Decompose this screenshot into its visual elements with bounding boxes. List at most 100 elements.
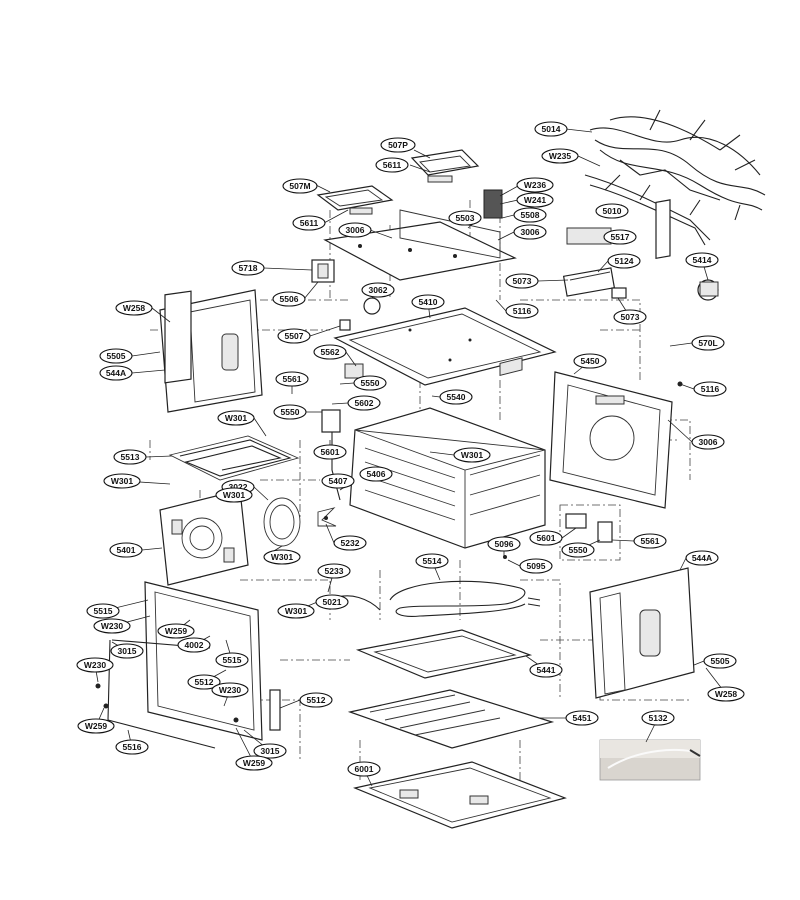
door-frame-right (549, 371, 673, 509)
callout: 5010 (595, 203, 629, 219)
callout-text: 5515 (94, 606, 113, 616)
callout-text: 5014 (542, 124, 561, 134)
callout-text: 5611 (300, 218, 319, 228)
callout: 5503 (448, 210, 482, 226)
callout: W241 (516, 192, 554, 208)
callout-text: 5513 (121, 452, 140, 462)
left-side-panel (159, 289, 263, 413)
callout-text: 6001 (355, 764, 374, 774)
wiring-harness (584, 109, 766, 246)
callout-text: 507M (289, 181, 310, 191)
callout: 5233 (317, 563, 351, 579)
callout: 5611 (292, 215, 326, 231)
callout: 3062 (361, 282, 395, 298)
callout-text: 5410 (419, 297, 438, 307)
callout-text: 5512 (195, 677, 214, 687)
callout-text: 5550 (281, 407, 300, 417)
callout-text: 5601 (321, 447, 340, 457)
callout-text: 5414 (693, 255, 712, 265)
callout: W259 (157, 623, 195, 639)
control-bracket (323, 189, 612, 281)
callout: W301 (217, 410, 255, 426)
callout: 5550 (353, 375, 387, 391)
callout-text: 3015 (261, 746, 280, 756)
callout-text: W258 (123, 303, 145, 313)
callout-text: 5516 (123, 742, 142, 752)
callout: W230 (76, 657, 114, 673)
callout-text: 5505 (711, 656, 730, 666)
upper-small-parts (311, 199, 719, 387)
callout-text: W230 (84, 660, 106, 670)
callout: 507M (282, 178, 318, 194)
callout-text: W235 (549, 151, 571, 161)
callout: W258 (115, 300, 153, 316)
callout-labels: 5014 507P W235 5611 W236 507M W241 5010 … (76, 121, 745, 777)
callout: 5515 (86, 603, 120, 619)
callout: 5073 (613, 309, 647, 325)
callout-text: 5561 (283, 374, 302, 384)
callout-text: 5233 (325, 566, 344, 576)
top-covers (316, 149, 480, 215)
callout-text: 5073 (621, 312, 640, 322)
callout-text: 5010 (603, 206, 622, 216)
callout-text: 3015 (118, 646, 137, 656)
callout: 5406 (359, 466, 393, 482)
callout: 5516 (115, 739, 149, 755)
broil-element (168, 435, 300, 481)
right-side-panel (589, 567, 695, 699)
callout-text: 5401 (117, 545, 136, 555)
callout: 6001 (347, 761, 381, 777)
callout-text: W258 (715, 689, 737, 699)
base-plate (353, 761, 567, 829)
callout-text: 5505 (107, 351, 126, 361)
callout-text: W301 (271, 552, 293, 562)
callout: 5506 (272, 291, 306, 307)
callout-text: 5073 (513, 276, 532, 286)
callout: 3006 (691, 434, 725, 450)
callout: 5014 (534, 121, 568, 137)
callout-text: 5451 (573, 713, 592, 723)
callout-text: 5540 (447, 392, 466, 402)
callout-text: 5611 (383, 160, 402, 170)
callout-text: 544A (106, 368, 126, 378)
callout: 507P (380, 137, 416, 153)
callout: 5132 (641, 710, 675, 726)
callout-text: 5450 (581, 356, 600, 366)
callout: 5505 (99, 348, 133, 364)
callout: 5441 (529, 662, 563, 678)
callout-text: 3006 (699, 437, 718, 447)
callout: 5515 (215, 652, 249, 668)
callout: 5512 (187, 674, 221, 690)
callout-text: W259 (243, 758, 265, 768)
callout: W301 (263, 549, 301, 565)
callout: 5451 (565, 710, 599, 726)
callout-text: 570L (698, 338, 717, 348)
callout-text: W301 (223, 490, 245, 500)
callout: 5505 (703, 653, 737, 669)
callout-text: W301 (111, 476, 133, 486)
callout-text: 3022 (229, 482, 248, 492)
callout-text: 3062 (369, 285, 388, 295)
callout: W258 (707, 686, 745, 702)
callout-text: 5124 (615, 256, 634, 266)
callout: 5073 (505, 273, 539, 289)
callout: 5124 (607, 253, 641, 269)
callout-text: 5407 (329, 476, 348, 486)
bake-element (329, 580, 541, 617)
tray (355, 629, 533, 679)
callout: 5116 (693, 381, 727, 397)
callout: 544A (99, 365, 133, 381)
callout: W301 (215, 487, 253, 503)
callout: 5095 (519, 558, 553, 574)
callout-text: 5718 (239, 263, 258, 273)
callout: 5602 (347, 395, 381, 411)
callout: 5021 (315, 594, 349, 610)
callout: 5513 (113, 449, 147, 465)
callout: 5601 (529, 530, 563, 546)
callout-text: 544A (692, 553, 712, 563)
callout-text: W259 (165, 626, 187, 636)
callout: W230 (211, 682, 249, 698)
callout-text: 5561 (641, 536, 660, 546)
callout-text: W241 (524, 195, 546, 205)
callout-text: W230 (101, 621, 123, 631)
